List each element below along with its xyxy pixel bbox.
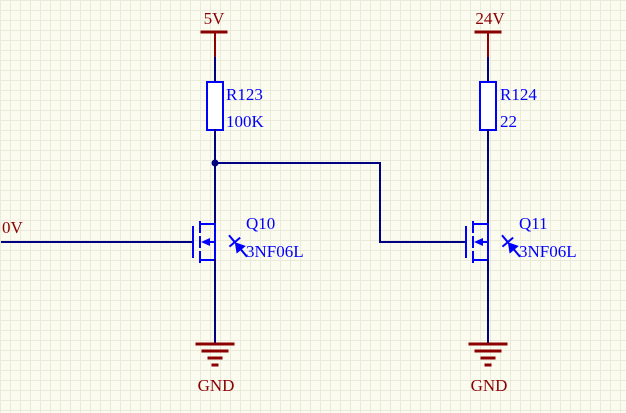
transistor-q11-designator[interactable]: Q11 xyxy=(519,214,548,233)
body-diode-icon xyxy=(228,234,248,258)
power-port-5v-label[interactable]: 5V xyxy=(204,9,226,28)
resistor-r124-value[interactable]: 22 xyxy=(500,112,517,131)
transistor-q10-part[interactable]: 3NF06L xyxy=(246,242,304,261)
resistor-r123[interactable]: R123 100K xyxy=(206,81,265,131)
transistor-q10-designator[interactable]: Q10 xyxy=(246,214,275,233)
transistor-q11-part[interactable]: 3NF06L xyxy=(519,242,577,261)
resistor-r123-value[interactable]: 100K xyxy=(226,112,265,131)
power-port-5v[interactable]: 5V xyxy=(200,9,228,59)
resistor-r124-designator[interactable]: R124 xyxy=(500,85,537,104)
net-label-0v[interactable]: 0V xyxy=(2,218,24,237)
power-port-24v[interactable]: 24V xyxy=(474,9,505,59)
body-arrow-icon xyxy=(474,238,483,246)
ground-left-label[interactable]: GND xyxy=(198,376,235,395)
transistor-q11[interactable]: Q11 3NF06L xyxy=(465,214,577,263)
resistor-body xyxy=(479,81,497,131)
resistor-body xyxy=(206,81,224,131)
resistor-r123-designator[interactable]: R123 xyxy=(226,85,263,104)
ground-right-label[interactable]: GND xyxy=(471,376,508,395)
body-diode-icon xyxy=(501,234,521,258)
ground-port-left[interactable]: GND xyxy=(195,342,235,395)
ground-port-right[interactable]: GND xyxy=(468,342,508,395)
wire-node-to-q11-gate[interactable] xyxy=(214,162,467,243)
transistor-q10[interactable]: Q10 3NF06L xyxy=(192,214,304,263)
body-arrow-icon xyxy=(201,238,210,246)
resistor-r124[interactable]: R124 22 xyxy=(479,81,537,131)
power-port-24v-label[interactable]: 24V xyxy=(475,9,505,28)
